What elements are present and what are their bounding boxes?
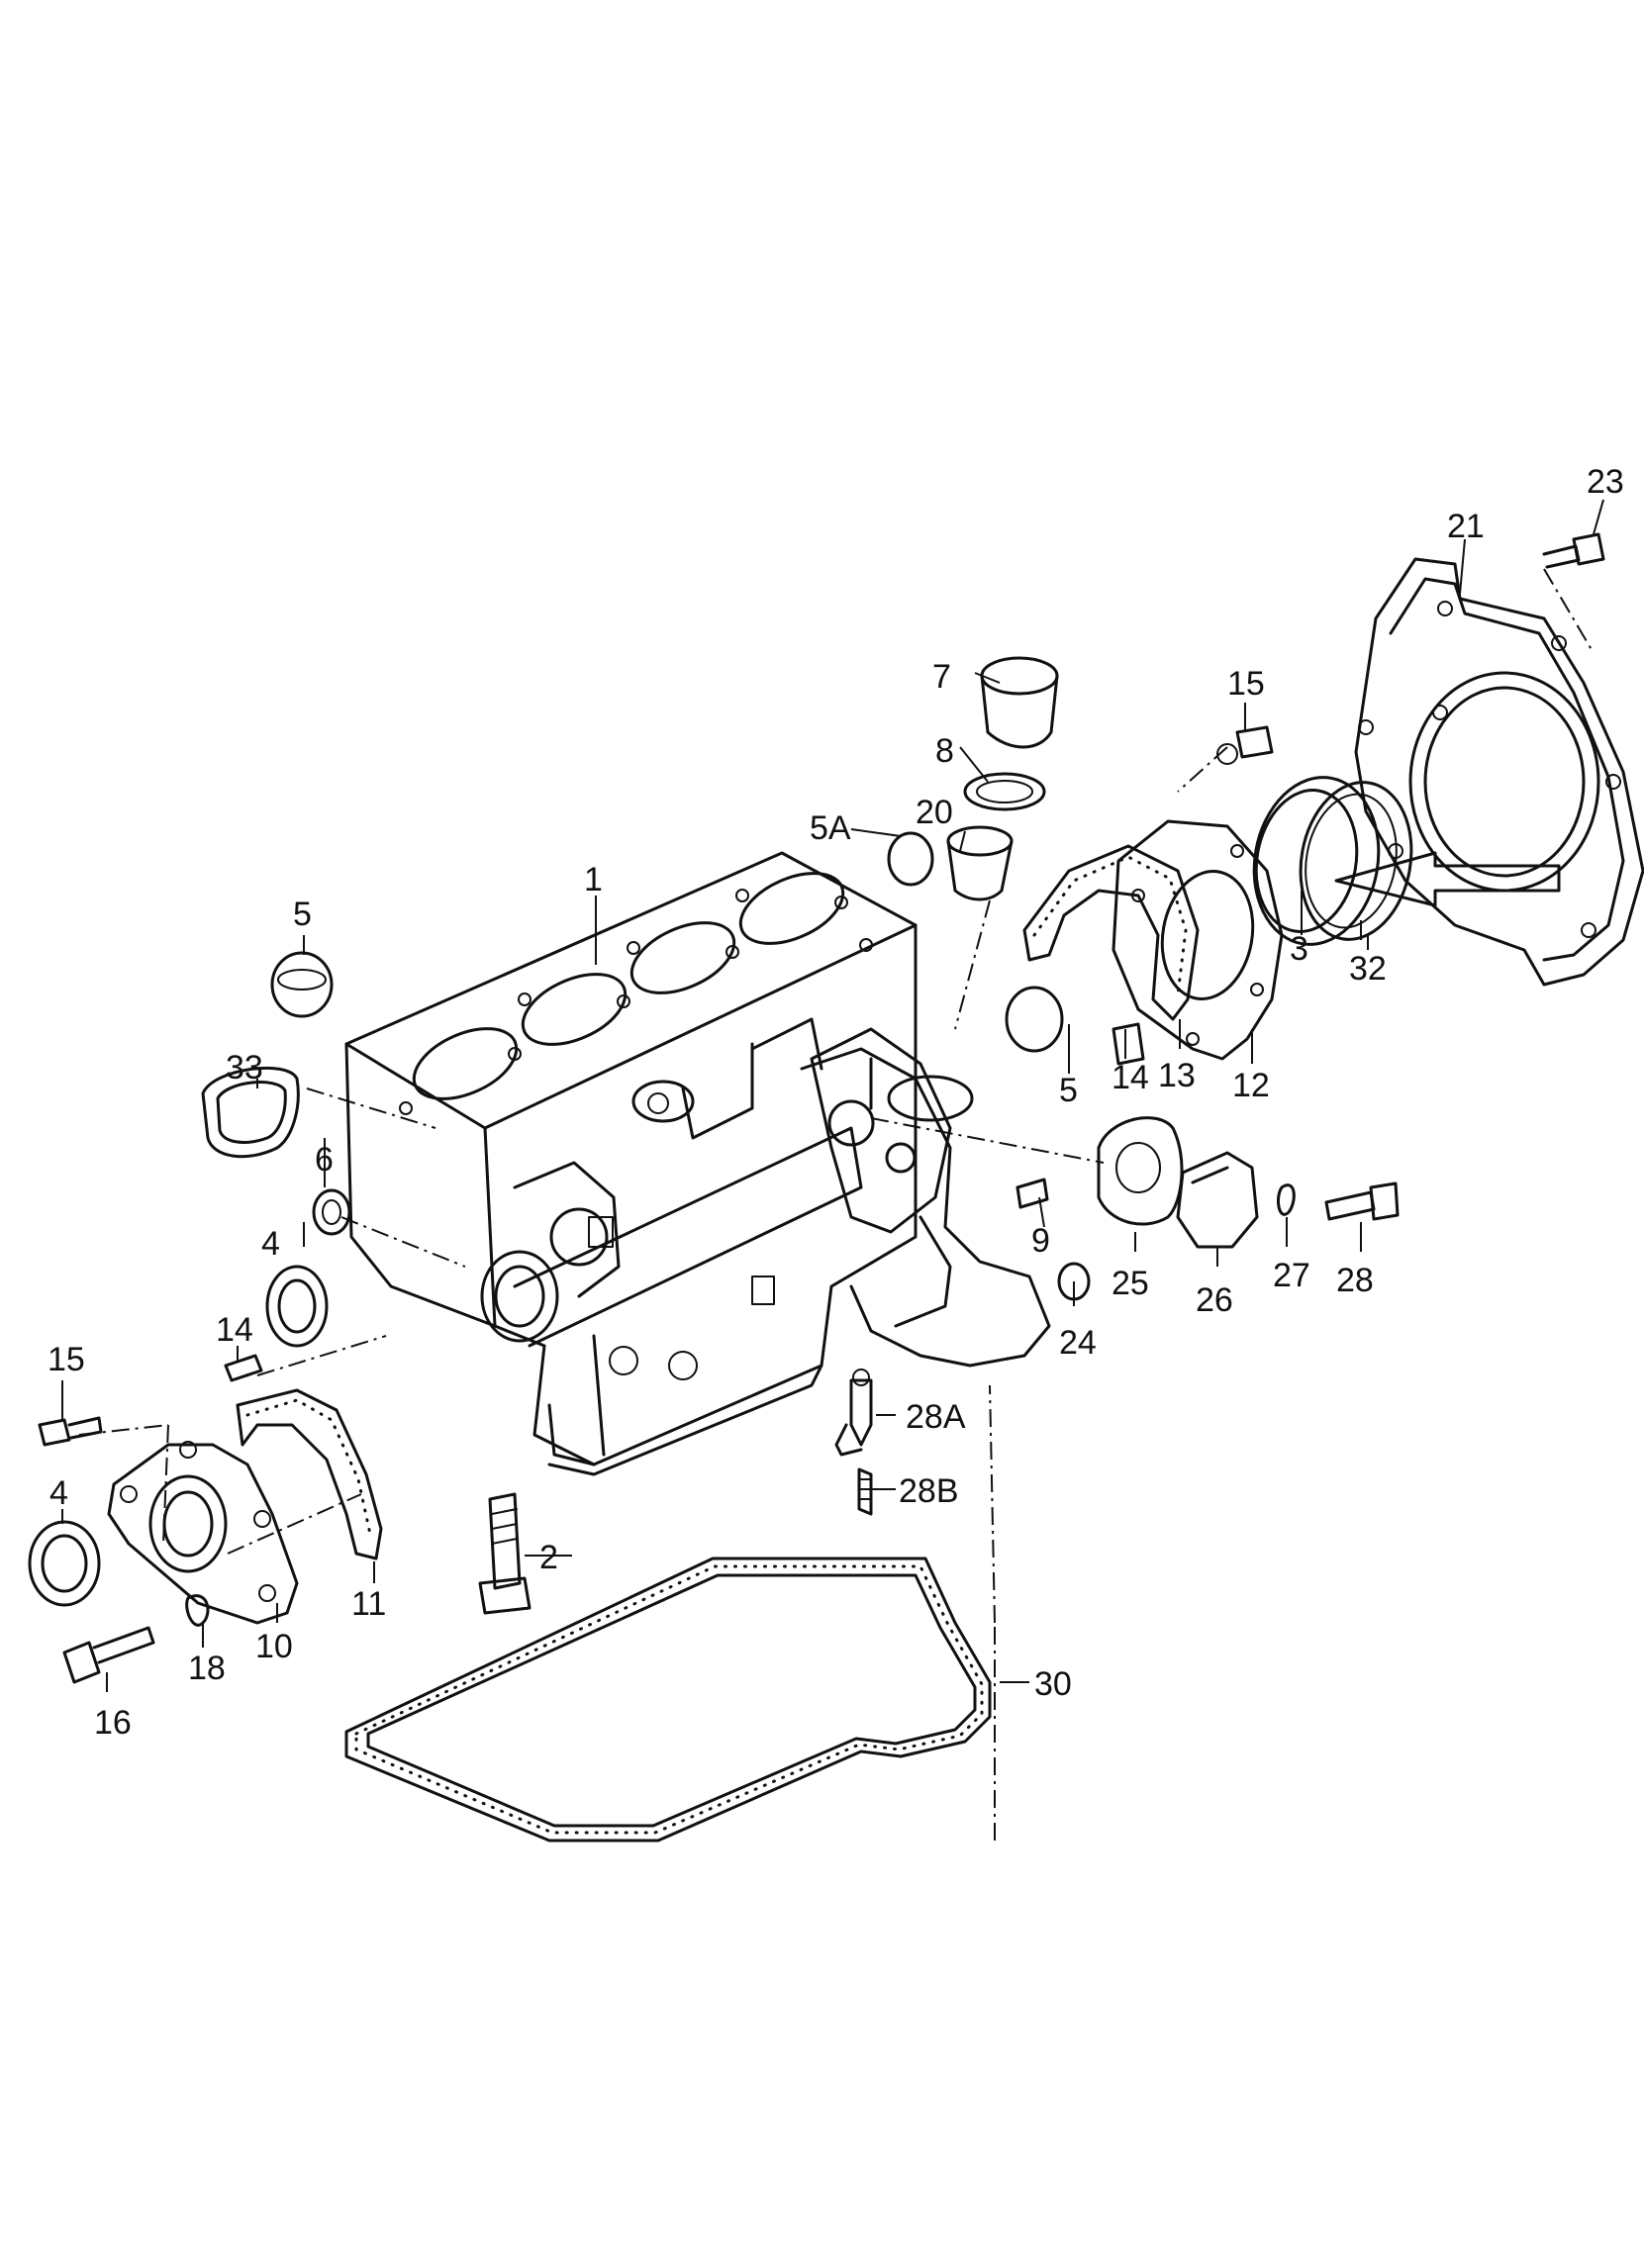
bolt-15a [38, 1416, 103, 1447]
sensor-28a-28b [834, 1369, 873, 1516]
label-part-18: 18 [188, 1650, 226, 1687]
bolt-2 [478, 1492, 532, 1615]
label-part-15-right: 15 [1227, 665, 1265, 703]
bolt-23 [1542, 532, 1605, 569]
label-part-9: 9 [1031, 1222, 1050, 1260]
gasket-25 [1097, 1116, 1184, 1226]
label-part-21: 21 [1447, 508, 1485, 545]
label-part-5-right: 5 [1059, 1072, 1078, 1109]
label-part-12: 12 [1232, 1067, 1270, 1104]
label-part-26: 26 [1196, 1281, 1233, 1319]
label-part-23: 23 [1587, 463, 1624, 501]
seal-ring-8 [963, 772, 1046, 811]
label-part-3: 3 [1290, 930, 1308, 968]
label-part-4-bottom: 4 [49, 1474, 68, 1512]
label-part-5-left: 5 [293, 896, 312, 933]
label-part-25: 25 [1112, 1265, 1149, 1302]
bush-6 [312, 1188, 351, 1236]
front-seal-carrier-10 [107, 1441, 299, 1625]
cover-26 [1176, 1151, 1259, 1249]
label-part-28b: 28B [899, 1472, 959, 1510]
label-part-11: 11 [351, 1585, 386, 1623]
dowel-14a [224, 1354, 263, 1382]
label-part-14-left: 14 [216, 1311, 253, 1349]
label-part-16: 16 [94, 1704, 132, 1742]
label-part-5a: 5A [810, 809, 851, 847]
label-part-6: 6 [315, 1141, 334, 1179]
leader-lines [61, 499, 1604, 1692]
cylinder-block [344, 851, 952, 1476]
label-part-32: 32 [1349, 950, 1387, 988]
label-part-2: 2 [539, 1539, 558, 1576]
oil-pan-gasket [344, 1557, 992, 1843]
label-part-24: 24 [1059, 1324, 1097, 1362]
label-part-20: 20 [916, 794, 953, 831]
intermediate-shaft-housing [800, 1047, 1051, 1368]
gasket-33 [201, 1066, 300, 1159]
rear-oil-seal-3-32 [1252, 776, 1413, 946]
washer-27 [1277, 1183, 1296, 1216]
front-gasket-11 [236, 1388, 383, 1560]
cap-7 [980, 656, 1059, 749]
label-part-8: 8 [935, 732, 954, 770]
label-part-15-left: 15 [48, 1341, 85, 1378]
plug-5a [887, 831, 934, 887]
rear-gasket-13 [1022, 844, 1200, 1021]
plug-5b [1005, 986, 1064, 1053]
center-lines [78, 568, 1595, 1841]
label-part-4-top: 4 [261, 1225, 280, 1263]
dowel-14b [1112, 1022, 1145, 1066]
part-labels: 1 2 3 4 4 5 5 5A 6 7 8 9 10 11 12 13 14 … [48, 463, 1624, 1742]
label-part-13: 13 [1158, 1057, 1196, 1094]
label-part-10: 10 [255, 1628, 293, 1665]
plug-5a-left [270, 951, 334, 1018]
label-part-27: 27 [1273, 1257, 1310, 1294]
label-part-14-right: 14 [1112, 1059, 1149, 1096]
bolt-28 [1324, 1181, 1400, 1221]
label-part-28: 28 [1336, 1262, 1374, 1299]
reference-arrow [1334, 851, 1561, 907]
label-part-7: 7 [932, 658, 951, 696]
label-part-33: 33 [226, 1049, 263, 1087]
label-part-1: 1 [584, 861, 603, 898]
front-oil-seal-4a [265, 1265, 329, 1348]
bolt-16 [62, 1626, 155, 1684]
seal-20 [946, 825, 1014, 901]
label-part-30: 30 [1034, 1665, 1072, 1703]
rear-flange-21 [1354, 557, 1644, 987]
front-oil-seal-4b [28, 1520, 101, 1607]
bolt-15b [1216, 725, 1274, 765]
dowel-9 [1015, 1178, 1049, 1209]
label-part-28a: 28A [906, 1398, 966, 1436]
washer-18 [185, 1594, 210, 1627]
